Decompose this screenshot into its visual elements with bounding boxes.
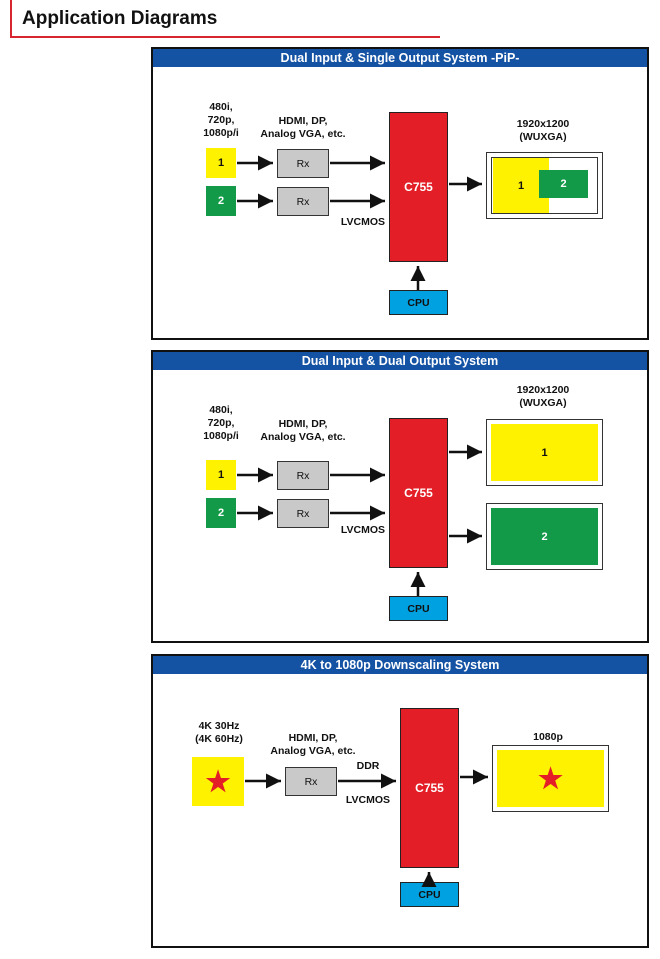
resolution-label: 1920x1200 (WUXGA) bbox=[516, 118, 570, 143]
display-1-content: 1 bbox=[491, 424, 598, 481]
input-formats-label: 480i, 720p, 1080p/i bbox=[203, 101, 239, 139]
connection-arrows bbox=[237, 444, 482, 596]
resolution-label: 1920x1200 (WUXGA) bbox=[516, 384, 570, 409]
title-underline bbox=[10, 36, 440, 38]
rx-1: Rx bbox=[277, 461, 329, 490]
c755-chip: C755 bbox=[400, 708, 459, 868]
panel-body: 480i, 720p, 1080p/i HDMI, DP, Analog VGA… bbox=[153, 67, 647, 338]
input-1: 1 bbox=[206, 460, 236, 490]
panel-pip: Dual Input & Single Output System -PiP- … bbox=[151, 47, 649, 340]
panel-body: 4K 30Hz (4K 60Hz) HDMI, DP, Analog VGA, … bbox=[153, 674, 647, 946]
bus-label: LVCMOS bbox=[345, 794, 391, 806]
panel-dual-output: Dual Input & Dual Output System 480i, 72… bbox=[151, 350, 649, 643]
rx-1: Rx bbox=[277, 149, 329, 178]
star-icon: ★ bbox=[205, 765, 231, 797]
input-formats-label: 4K 30Hz (4K 60Hz) bbox=[195, 720, 243, 745]
ddr-label: DDR bbox=[356, 760, 380, 772]
connection-arrows bbox=[245, 769, 488, 887]
input-2: 2 bbox=[206, 186, 236, 216]
input-4k: ★ bbox=[192, 757, 244, 806]
panel-title: Dual Input & Single Output System -PiP- bbox=[153, 49, 647, 67]
display-2-content: 2 bbox=[491, 508, 598, 565]
rx-2: Rx bbox=[277, 187, 329, 216]
c755-chip: C755 bbox=[389, 112, 448, 262]
cpu: CPU bbox=[389, 290, 448, 315]
rx: Rx bbox=[285, 767, 337, 796]
title-accent-bar bbox=[10, 0, 12, 38]
display-1080p-content: ★ bbox=[497, 750, 604, 807]
bus-label: LVCMOS bbox=[340, 524, 386, 536]
input-formats-label: 480i, 720p, 1080p/i bbox=[203, 404, 239, 442]
panel-title: Dual Input & Dual Output System bbox=[153, 352, 647, 370]
interfaces-label: HDMI, DP, Analog VGA, etc. bbox=[260, 115, 346, 140]
cpu: CPU bbox=[389, 596, 448, 621]
interfaces-label: HDMI, DP, Analog VGA, etc. bbox=[260, 418, 346, 443]
interfaces-label: HDMI, DP, Analog VGA, etc. bbox=[270, 732, 356, 757]
rx-2: Rx bbox=[277, 499, 329, 528]
panel-body: 480i, 720p, 1080p/i HDMI, DP, Analog VGA… bbox=[153, 370, 647, 641]
input-1: 1 bbox=[206, 148, 236, 178]
input-2: 2 bbox=[206, 498, 236, 528]
c755-chip: C755 bbox=[389, 418, 448, 568]
connection-arrows bbox=[237, 155, 482, 290]
bus-label: LVCMOS bbox=[340, 216, 386, 228]
display-pip-window: 2 bbox=[539, 170, 588, 198]
page-title: Application Diagrams bbox=[22, 8, 218, 29]
panel-downscaling: 4K to 1080p Downscaling System 4K 30Hz (… bbox=[151, 654, 649, 948]
display-screen bbox=[491, 157, 598, 214]
star-icon: ★ bbox=[537, 762, 564, 794]
panel-title: 4K to 1080p Downscaling System bbox=[153, 656, 647, 674]
resolution-label: 1080p bbox=[533, 731, 563, 743]
